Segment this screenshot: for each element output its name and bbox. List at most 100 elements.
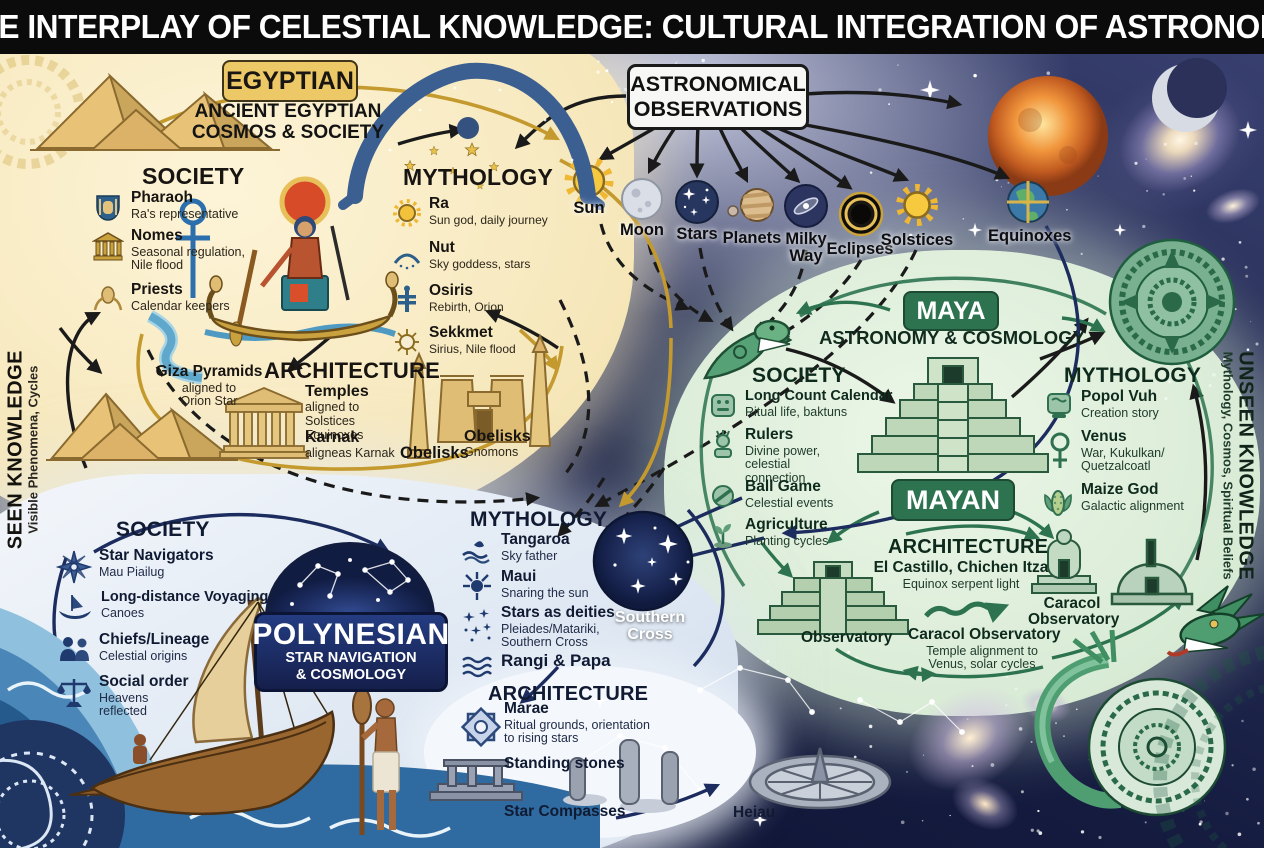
mayan-calendar-disk-bottom bbox=[1087, 645, 1264, 848]
stars-icon bbox=[675, 180, 719, 224]
egyptian-subtitle: ANCIENT EGYPTIAN COSMOS & SOCIETY bbox=[191, 101, 385, 144]
serpent-head-maya bbox=[702, 319, 793, 380]
list-item-rangi-papa: Rangi & Papa bbox=[460, 651, 611, 686]
green-arrows bbox=[699, 276, 1214, 683]
marae-structure bbox=[429, 759, 523, 801]
polynesian-mythology-header: MYTHOLOGY bbox=[470, 508, 608, 531]
giza-pyramids-label: Giza Pyramids aligned to Orion Star bbox=[155, 363, 263, 409]
caracol-tower bbox=[1031, 529, 1097, 594]
serpent-arrow bbox=[924, 601, 1010, 623]
sky-arch-icon bbox=[392, 241, 422, 278]
feathered-serpent-tail bbox=[1034, 629, 1122, 809]
temples-label: Temples aligned to Solstices Equinoxes bbox=[305, 383, 369, 442]
astronomical-observations-box: ASTRONOMICAL OBSERVATIONS bbox=[627, 64, 809, 130]
glyph-book-icon bbox=[1044, 390, 1074, 427]
standing-stones bbox=[563, 739, 679, 813]
sprout-icon bbox=[708, 518, 738, 555]
star-compass-heiau bbox=[748, 747, 892, 810]
dome-observatory bbox=[1110, 538, 1194, 606]
obs-label-moon: Moon bbox=[620, 221, 664, 239]
mayan-badge: MAYAN bbox=[891, 479, 1015, 521]
giza-pyramids-mid bbox=[46, 392, 238, 461]
karnak-label: Karnak aligneas Karnak bbox=[305, 429, 395, 461]
seen-knowledge-label: SEEN KNOWLEDGE Visible Phenomena, Cycles bbox=[4, 350, 41, 550]
crescent-moon bbox=[1152, 58, 1227, 132]
southern-cross-circle bbox=[592, 510, 694, 612]
egyptian-society-header: SOCIETY bbox=[142, 163, 245, 189]
observatory-label: Observatory bbox=[801, 629, 893, 646]
koru-pattern bbox=[0, 720, 125, 848]
sekhmet-icon bbox=[392, 326, 422, 363]
maya-society-header: SOCIETY bbox=[752, 364, 846, 387]
canoe-icon bbox=[56, 591, 94, 630]
egyptian-badge: EGYPTIAN bbox=[222, 60, 358, 102]
maya-architecture-header: ARCHITECTURE bbox=[888, 536, 1049, 558]
temple-columns-icon bbox=[91, 229, 125, 268]
navigator-figure bbox=[352, 687, 400, 835]
ra-sun-boat bbox=[204, 176, 399, 347]
heiau-label: Heiau bbox=[733, 804, 776, 821]
priest-hands-icon bbox=[92, 283, 124, 322]
compass-star-icon bbox=[55, 549, 93, 590]
wave-fin-icon bbox=[460, 533, 494, 570]
standing-stones-label: Standing stones bbox=[504, 755, 625, 772]
venus-symbol-icon bbox=[1046, 430, 1074, 479]
marae-star-icon bbox=[460, 706, 502, 748]
two-people-icon bbox=[56, 633, 92, 672]
ball-game-icon bbox=[708, 480, 738, 517]
sun-snare-icon bbox=[460, 570, 494, 607]
solstice-sun-icon bbox=[896, 184, 938, 226]
unseen-knowledge-label: UNSEEN KNOWLEDGE Mythology, Cosmos, Spir… bbox=[1220, 351, 1257, 581]
obelisks-and-pylon bbox=[407, 333, 552, 459]
nile-river bbox=[146, 310, 203, 385]
egyptian-architecture-header: ARCHITECTURE bbox=[264, 358, 440, 383]
milky-way-icon bbox=[784, 184, 828, 228]
giza-pyramids-top bbox=[30, 72, 280, 151]
el-castillo-pyramid bbox=[857, 357, 1049, 473]
eclipse-icon bbox=[838, 191, 884, 237]
maya-subtitle: ASTRONOMY & COSMOLOGY bbox=[819, 327, 1085, 348]
obs-label-eclipses: Eclipses bbox=[826, 240, 894, 258]
observatory-pyramid bbox=[757, 561, 909, 635]
feathered-serpent-head bbox=[1166, 585, 1264, 657]
polynesian-badge: POLYNESIAN STAR NAVIGATION & COSMOLOGY bbox=[252, 612, 449, 692]
scales-icon bbox=[56, 675, 92, 718]
egyptian-mythology-header: MYTHOLOGY bbox=[403, 164, 554, 190]
waves-icon bbox=[460, 653, 494, 686]
glyph-calendar-icon bbox=[708, 390, 738, 427]
outrigger-canoe bbox=[69, 596, 335, 815]
ruler-bust-icon bbox=[708, 428, 738, 465]
sun-icon bbox=[392, 197, 422, 234]
ankh-icon bbox=[176, 198, 210, 298]
equinox-globe-icon bbox=[1007, 181, 1049, 223]
painted-sun bbox=[988, 76, 1108, 196]
maya-badge: MAYA bbox=[903, 291, 999, 331]
caracol-observatory-text: Caracol Observatory Temple alignment to … bbox=[908, 626, 1061, 672]
star-compasses-label: Star Compasses bbox=[504, 803, 626, 820]
marae-label: Marae Ritual grounds, orientation to ris… bbox=[504, 700, 650, 746]
maize-icon bbox=[1042, 483, 1074, 526]
page-title: THE INTERPLAY OF CELESTIAL KNOWLEDGE: CU… bbox=[0, 8, 1264, 45]
obs-label-sun: Sun bbox=[573, 199, 605, 217]
obelisks-bold-label: Obelisks bbox=[400, 444, 469, 462]
maya-mythology-header: MYTHOLOGY bbox=[1064, 364, 1202, 387]
obelisks-gnomons-label: Obelisks Gnomons bbox=[464, 428, 531, 460]
